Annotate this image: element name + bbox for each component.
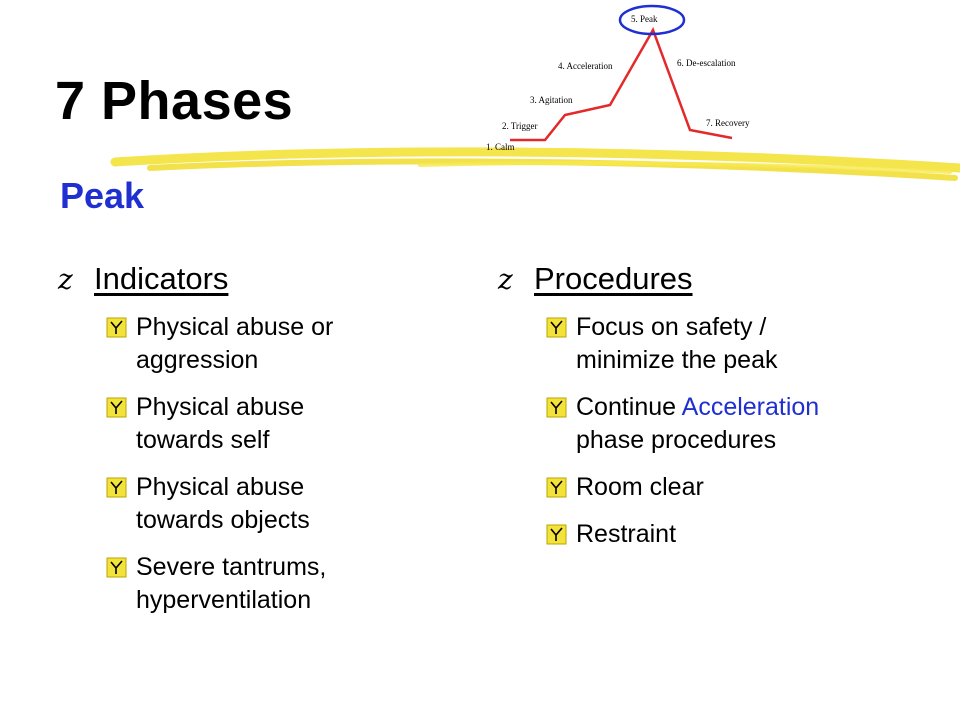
item-line-1: Physical abuse or [136,313,334,342]
checkbox-icon [106,317,127,338]
procedures-heading-text: Procedures [534,261,693,296]
list-item: Room clear [546,471,878,504]
list-item: Focus on safety / minimize the peak [546,311,878,377]
checkbox-icon [546,397,567,418]
list-item: Restraint [546,518,878,551]
item-line-1-prefix: Continue [576,393,682,422]
checkbox-icon [106,477,127,498]
list-item: Severe tantrums, hyperventilation [106,551,438,617]
z-bullet-icon: z [58,263,73,296]
procedures-heading: z Procedures [498,260,878,297]
item-line-2: towards objects [136,506,310,535]
peak-highlight-circle [618,4,686,36]
item-line-2: hyperventilation [136,586,312,615]
indicators-heading: z Indicators [58,260,438,297]
z-bullet-icon: z [498,263,513,296]
item-line-1: Continue Acceleration [576,391,878,424]
item-line-2: minimize the peak [576,346,778,375]
indicators-heading-text: Indicators [94,261,229,296]
item-line-1: Restraint [576,520,677,549]
list-item: Physical abuse or aggression [106,311,438,377]
phase-label-de-escalation: 6. De-escalation [677,58,736,68]
phase-line [510,27,733,142]
list-item: Continue Acceleration phase procedures [546,391,878,457]
phase-label-calm: 1. Calm [486,142,515,152]
checkbox-icon [106,557,127,578]
page-title: 7 Phases [55,71,294,131]
item-line-2: towards self [136,426,270,455]
item-line-2: aggression [136,346,259,375]
item-line-1: Physical abuse [136,393,305,422]
list-item: Physical abuse towards self [106,391,438,457]
item-line-2: phase procedures [576,426,777,455]
procedures-section: z Procedures Focus on safety / minimize … [498,260,878,565]
procedures-list: Focus on safety / minimize the peak Cont… [498,311,878,551]
checkbox-icon [106,397,127,418]
indicators-list: Physical abuse or aggression Physical ab… [58,311,438,617]
checkbox-icon [546,317,567,338]
list-item: Physical abuse towards objects [106,471,438,537]
phase-label-trigger: 2. Trigger [502,121,538,131]
phase-label-agitation: 3. Agitation [530,95,573,105]
item-line-1: Room clear [576,473,704,502]
item-line-1: Severe tantrums, [136,553,327,582]
item-line-1: Focus on safety / [576,313,767,342]
phase-label-acceleration: 4. Acceleration [558,61,613,71]
indicators-section: z Indicators Physical abuse or aggressio… [58,260,438,631]
phase-label-recovery: 7. Recovery [706,118,750,128]
acceleration-link-text: Acceleration [681,393,820,422]
item-line-1: Physical abuse [136,473,305,502]
phase-chart: 1. Calm 2. Trigger 3. Agitation 4. Accel… [486,4,750,152]
checkbox-icon [546,477,567,498]
checkbox-icon [546,524,567,545]
phase-label-peak: 5. Peak [631,14,658,24]
page-subtitle: Peak [60,175,145,216]
